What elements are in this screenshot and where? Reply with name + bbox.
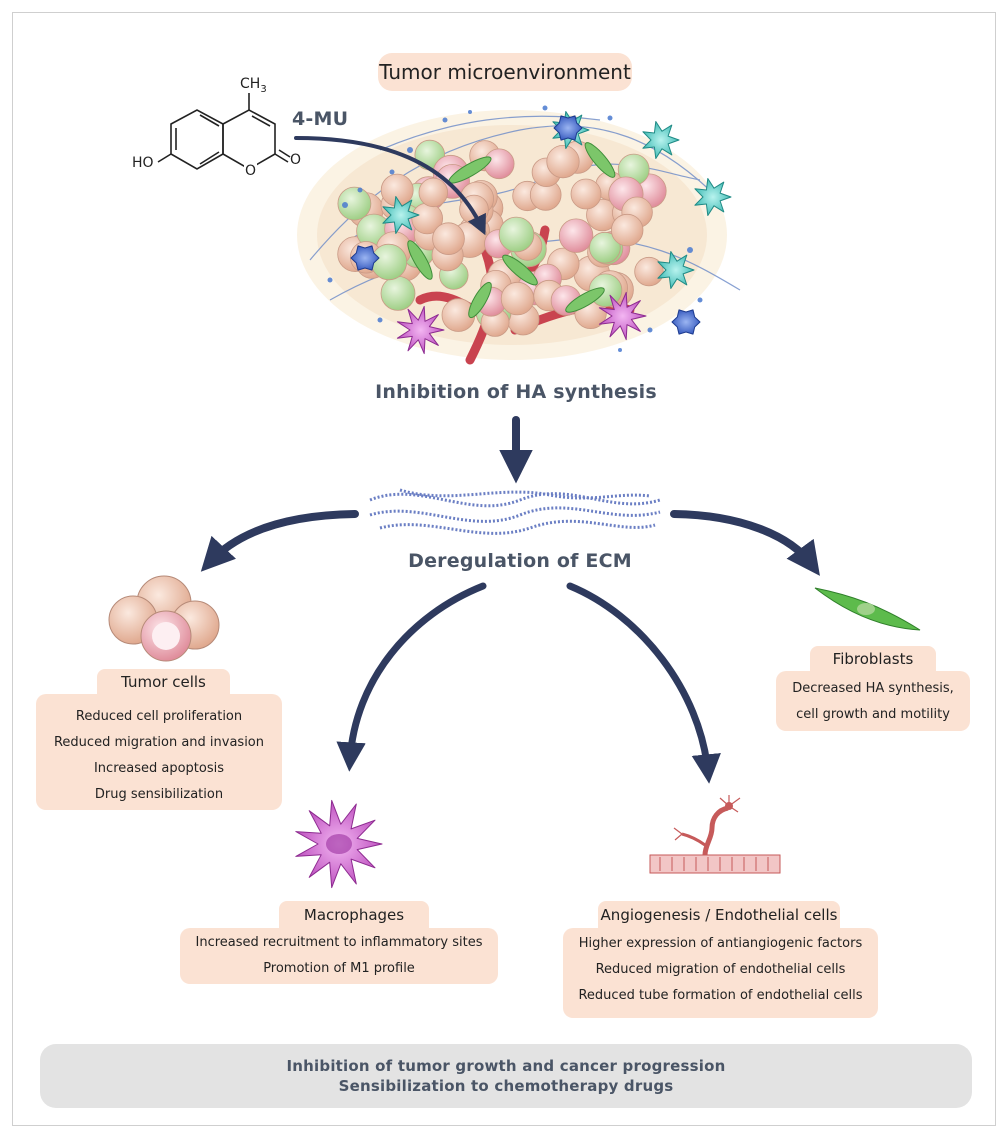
fibroblasts-title-text: Fibroblasts xyxy=(832,650,914,668)
macrophages-effect: Promotion of M1 profile xyxy=(263,961,415,976)
tumor-microenvironment-label: Tumor microenvironment xyxy=(379,60,631,84)
tumor-cells-effect: Drug sensibilization xyxy=(94,787,224,802)
tumor-cells-effect: Reduced migration and invasion xyxy=(53,735,265,750)
outcome-box: Inhibition of tumor growth and cancer pr… xyxy=(40,1044,972,1108)
flow-arrows xyxy=(200,136,820,784)
macrophages-title-text: Macrophages xyxy=(303,906,405,924)
angiogenesis-title-text: Angiogenesis / Endothelial cells xyxy=(600,906,838,924)
tumor-microenvironment-title: Tumor microenvironment xyxy=(378,53,632,91)
tumor-cells-title: Tumor cells xyxy=(97,669,230,695)
fibroblasts-effect: Decreased HA synthesis, xyxy=(792,681,954,696)
tumor-cell xyxy=(498,216,535,253)
macrophages-effects-panel: Increased recruitment to inflammatory si… xyxy=(180,928,498,984)
tumor-cell xyxy=(546,145,580,179)
angiogenesis-effect: Higher expression of antiangiogenic fact… xyxy=(578,936,863,951)
tumor-cell xyxy=(337,186,372,221)
tumor-cell xyxy=(500,281,535,316)
macrophages-effect: Increased recruitment to inflammatory si… xyxy=(195,935,483,950)
macrophages-title: Macrophages xyxy=(279,901,429,929)
angiogenesis-effects-panel: Higher expression of antiangiogenic fact… xyxy=(563,928,878,1018)
step-inhibition-ha-synthesis: Inhibition of HA synthesis xyxy=(375,381,657,403)
ecm-fibers-illustration xyxy=(369,488,661,535)
fibroblasts-effects-panel: Decreased HA synthesis, cell growth and … xyxy=(776,671,970,731)
angiogenesis-title: Angiogenesis / Endothelial cells xyxy=(598,901,840,929)
methyl-ch-text: CH xyxy=(240,76,261,92)
angiogenesis-icon xyxy=(649,795,781,874)
tumor-cell xyxy=(611,213,644,247)
fibroblast-icon xyxy=(814,587,921,631)
4-mu-molecule xyxy=(157,93,291,170)
tumor-cells-icon xyxy=(108,575,220,662)
methyl-label: CH3 xyxy=(240,76,267,95)
step-deregulation-ecm: Deregulation of ECM xyxy=(408,550,632,572)
tumor-cell xyxy=(570,178,602,210)
tumor-cells-effects-panel: Reduced cell proliferation Reduced migra… xyxy=(36,694,282,810)
outcome-line-2: Sensibilization to chemotherapy drugs xyxy=(338,1077,674,1095)
tumor-cell xyxy=(418,177,449,208)
tumor-cells-effect: Increased apoptosis xyxy=(93,761,225,776)
ring-oxygen-label: O xyxy=(244,163,258,179)
angiogenesis-effect: Reduced tube formation of endothelial ce… xyxy=(578,988,863,1003)
tumor-cell xyxy=(634,256,664,287)
outcome-line-1: Inhibition of tumor growth and cancer pr… xyxy=(286,1057,726,1075)
tumor-cells-effect: Reduced cell proliferation xyxy=(75,709,243,724)
carbonyl-oxygen-label: O xyxy=(290,152,302,168)
tumor-cells-title-text: Tumor cells xyxy=(121,673,206,691)
tumor-cell xyxy=(432,222,465,256)
tumor-cell xyxy=(370,243,408,281)
tumor-cell xyxy=(589,231,621,264)
fibroblasts-title: Fibroblasts xyxy=(810,646,936,672)
macrophage-icon xyxy=(295,799,383,889)
fibroblasts-effect: cell growth and motility xyxy=(796,707,950,722)
tumor-microenvironment-illustration xyxy=(297,105,741,365)
drug-label-4mu: 4-MU xyxy=(292,108,349,130)
tumor-cell xyxy=(558,218,594,253)
angiogenesis-effect: Reduced migration of endothelial cells xyxy=(595,962,846,977)
tumor-cell xyxy=(380,275,416,311)
methyl-subscript: 3 xyxy=(260,83,267,95)
hydroxyl-label: HO xyxy=(132,155,154,171)
